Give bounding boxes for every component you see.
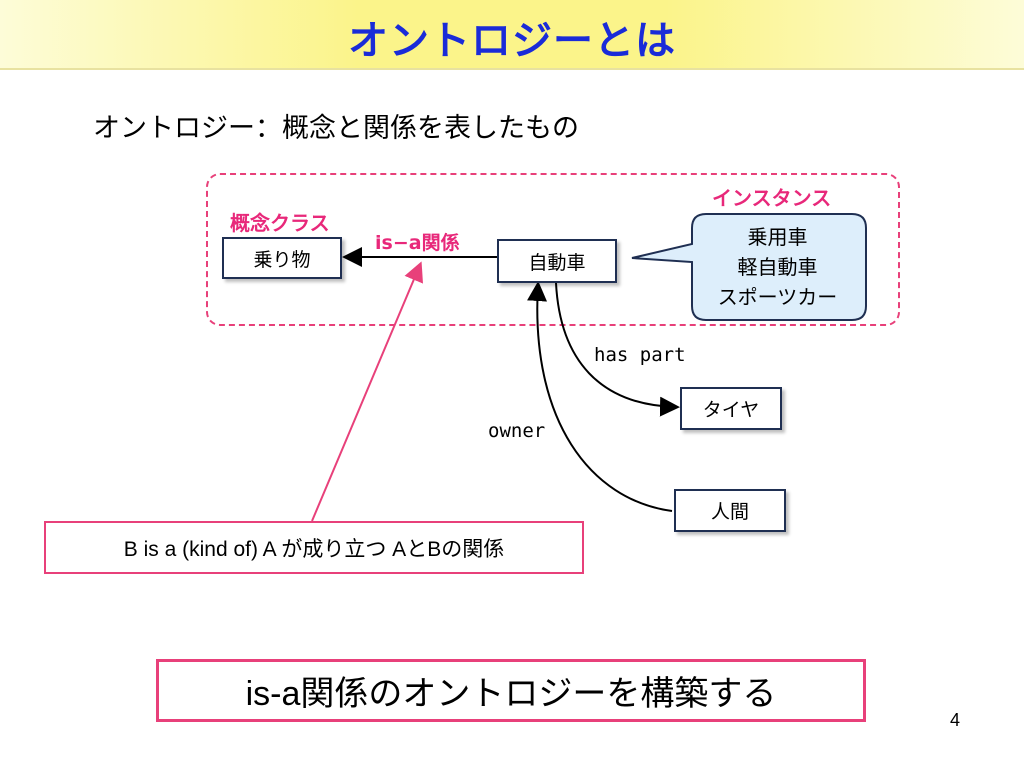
instance-item: 乗用車 [747, 225, 808, 249]
instance-callout-bubble [631, 213, 867, 321]
node-vehicle: 乗り物 [222, 237, 342, 279]
explanation-pointer-arrow [311, 261, 423, 522]
owner-label: owner [488, 420, 546, 442]
isa-explanation-box: B is a (kind of) A が成り立つ AとBの関係 [44, 521, 584, 574]
conclusion-box: is-a関係のオントロジーを構築する [156, 659, 866, 722]
node-car: 自動車 [497, 239, 617, 283]
slide-title: オントロジーとは [348, 18, 676, 64]
has-part-arrow [555, 282, 680, 417]
concept-instance-group [206, 173, 900, 326]
concept-class-label: 概念クラス [230, 211, 330, 235]
owner-arrow [527, 281, 673, 512]
instance-item: スポーツカー [717, 285, 838, 309]
title-bar [0, 0, 1024, 70]
node-human: 人間 [674, 489, 786, 532]
isa-relation-label: is−a関係 [375, 232, 460, 254]
isa-explanation-text: B is a (kind of) A が成り立つ AとBの関係 [123, 537, 505, 561]
node-tire: タイヤ [680, 387, 782, 430]
instance-list: 乗用車 軽自動車 スポーツカー [690, 222, 865, 312]
instance-label: インスタンス [712, 186, 832, 210]
slide-subtitle: オントロジー：概念と関係を表したもの [93, 113, 579, 144]
has-part-label: has part [594, 344, 686, 366]
page-number: 4 [950, 710, 961, 730]
conclusion-text: is-a関係のオントロジーを構築する [245, 675, 777, 713]
instance-item: 軽自動車 [737, 255, 818, 279]
